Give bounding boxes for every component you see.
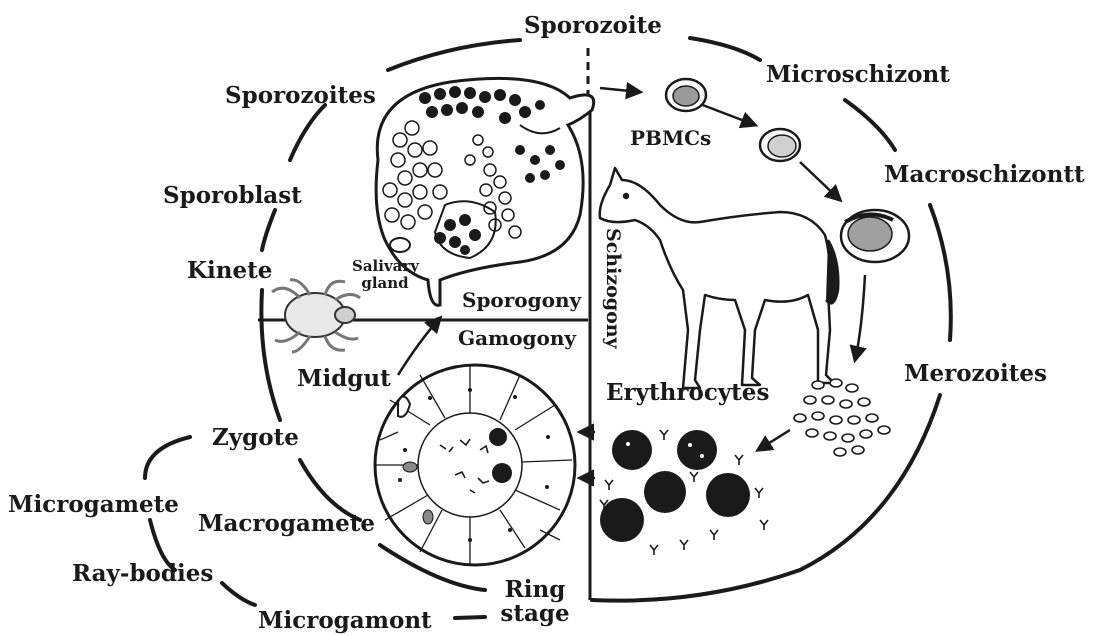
loop-raybodies-microgamont bbox=[222, 583, 255, 605]
loop-zygote-microgamete bbox=[145, 437, 190, 478]
ring-seg-right-upper bbox=[845, 100, 895, 150]
label-microgamont: Microgamont bbox=[258, 609, 432, 632]
ring-seg-left-kinete bbox=[262, 210, 275, 250]
label-macrogamete: Macrogamete bbox=[198, 512, 375, 535]
label-erythrocytes: Erythrocytes bbox=[606, 381, 769, 404]
ring-seg-left-mid bbox=[261, 290, 280, 420]
erythrocyte-cluster bbox=[600, 430, 750, 542]
label-salivary-gland: Salivary gland bbox=[352, 258, 418, 291]
arrow-to-merozoites bbox=[855, 275, 865, 360]
merozoite-cluster bbox=[794, 379, 890, 456]
ring-seg-top-left bbox=[388, 40, 520, 70]
label-sporozoite: Sporozoite bbox=[524, 14, 662, 37]
label-merozoites: Merozoites bbox=[904, 362, 1047, 385]
label-sporoblast: Sporoblast bbox=[163, 184, 302, 207]
arrow-midgut-to-gland bbox=[398, 318, 440, 375]
label-schizogony: Schizogony bbox=[603, 228, 622, 349]
label-microschizont: Microschizont bbox=[766, 63, 950, 86]
horse-illustration bbox=[600, 168, 839, 388]
label-zygote: Zygote bbox=[212, 426, 299, 449]
label-sporozoites: Sporozoites bbox=[225, 84, 376, 107]
loop-microgamont-ring bbox=[455, 617, 485, 618]
arrow-to-macroschizont bbox=[800, 162, 840, 200]
label-gamogony: Gamogony bbox=[458, 328, 576, 348]
label-macroschizont: Macroschizontt bbox=[884, 163, 1085, 186]
label-pbmcs: PBMCs bbox=[630, 128, 711, 148]
label-ring-stage: Ring stage bbox=[490, 578, 580, 626]
label-midgut: Midgut bbox=[297, 367, 391, 390]
arrow-to-erythrocytes bbox=[758, 430, 790, 450]
arrow-to-pbmc bbox=[600, 88, 640, 92]
label-kinete: Kinete bbox=[187, 259, 272, 282]
ring-seg-right-lower bbox=[592, 395, 940, 601]
label-microgamete: Microgamete bbox=[8, 493, 179, 516]
midgut-illustration bbox=[375, 365, 575, 565]
label-ray-bodies: Ray-bodies bbox=[72, 562, 213, 585]
label-sporogony: Sporogony bbox=[462, 290, 581, 310]
tick-illustration bbox=[272, 280, 360, 352]
ring-seg-right-mid bbox=[930, 205, 951, 340]
ring-seg-left-upper bbox=[290, 105, 325, 160]
ring-seg-top-right bbox=[690, 38, 760, 60]
arrow-to-microschizont bbox=[700, 104, 755, 125]
